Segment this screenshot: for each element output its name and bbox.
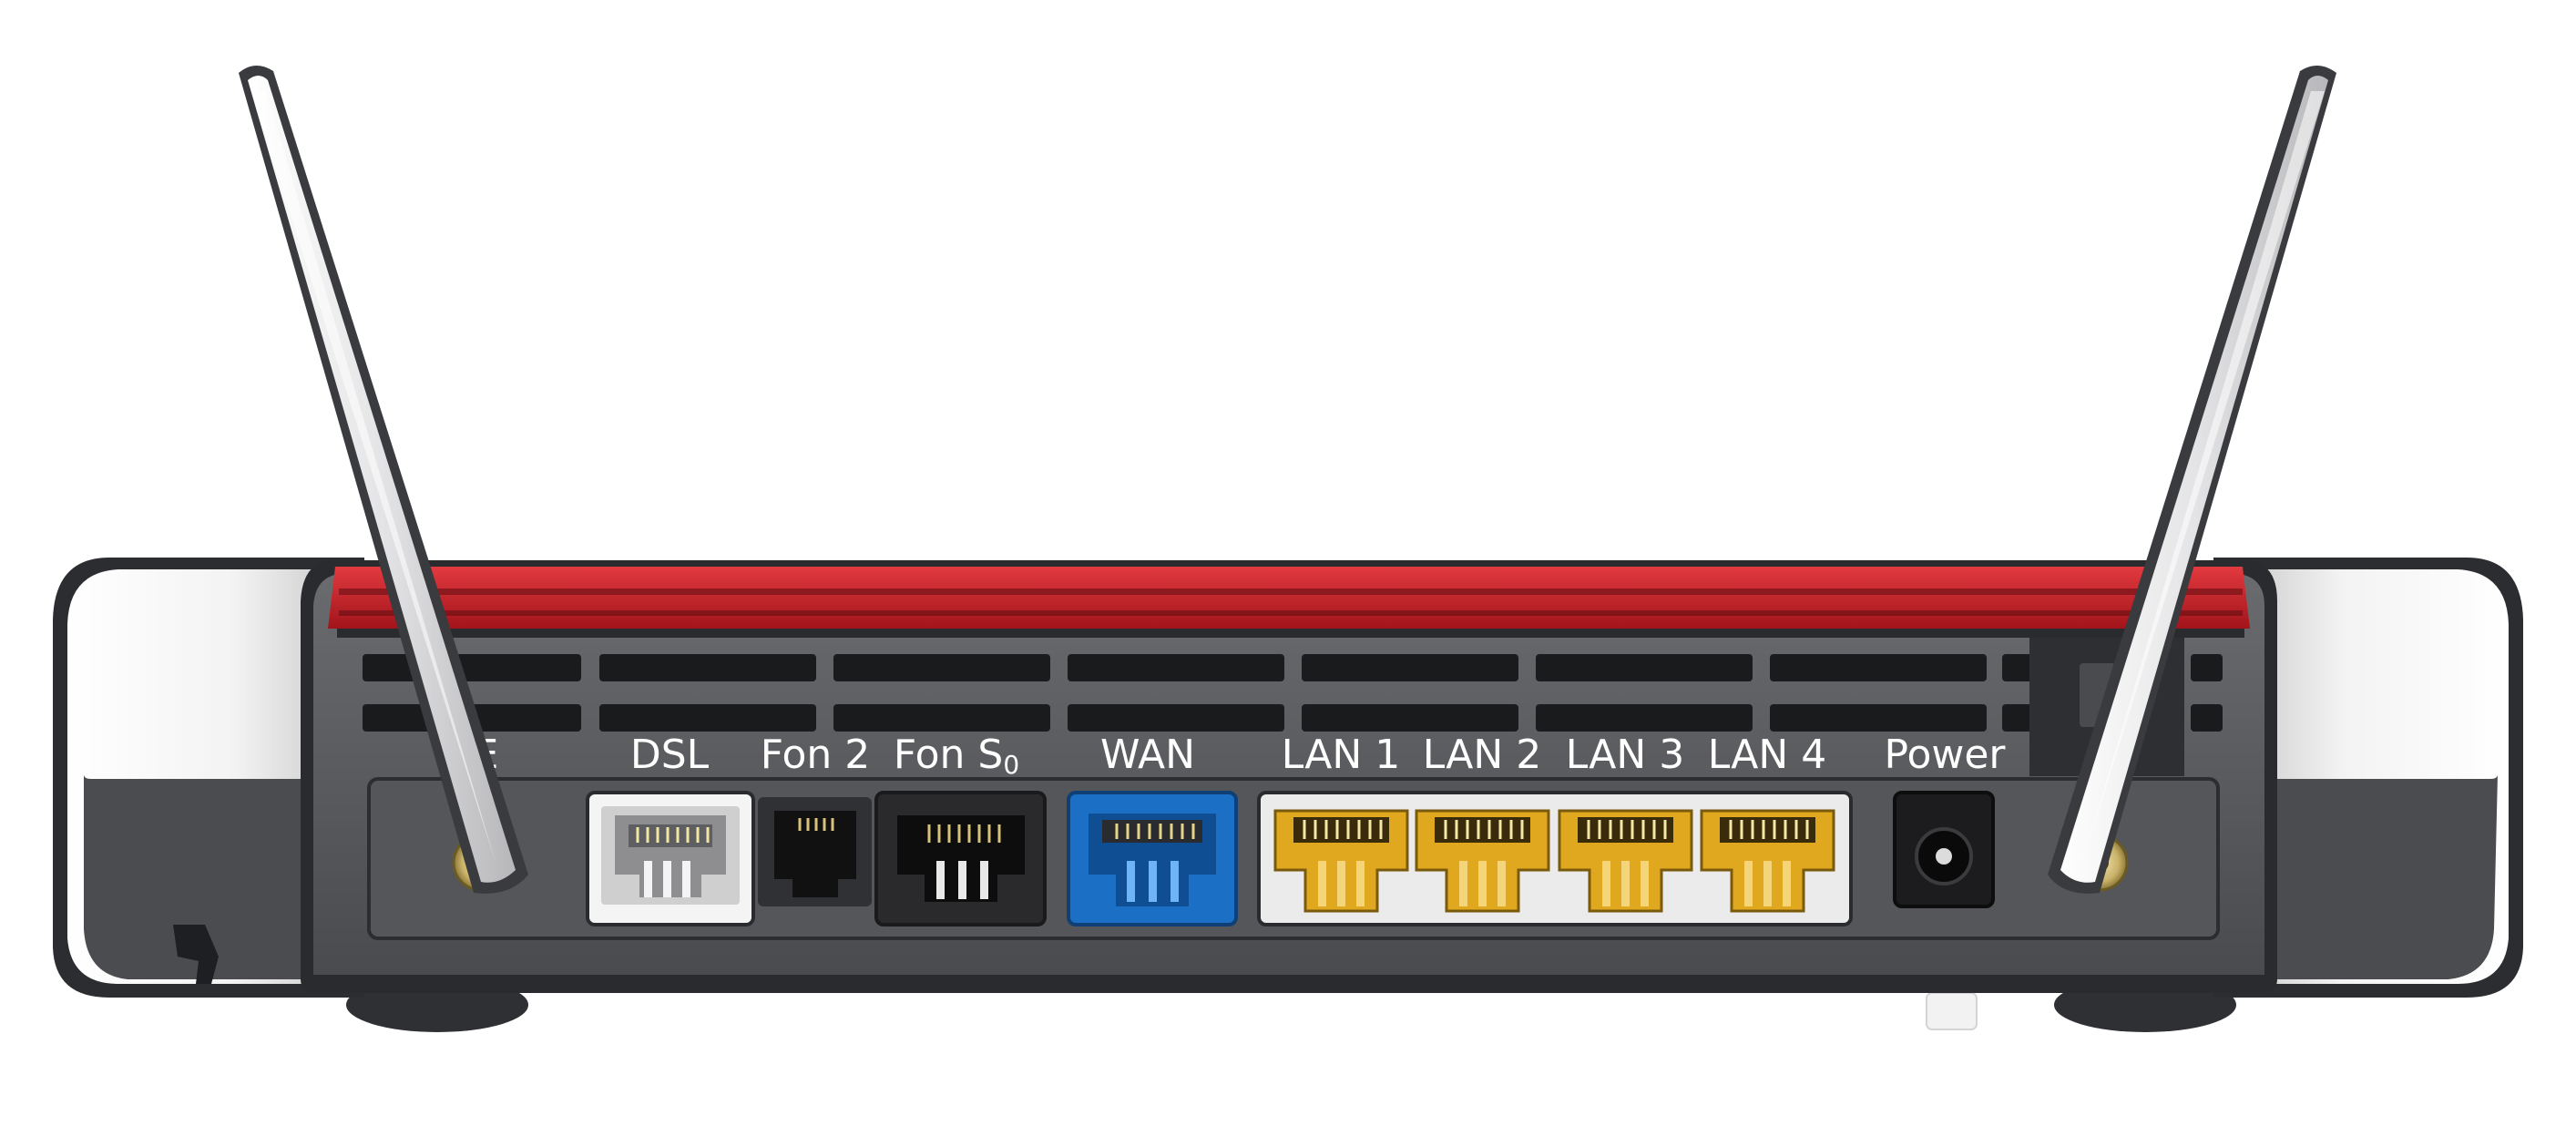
vent-slot — [1770, 704, 1987, 732]
fon-2-port[interactable] — [758, 797, 872, 906]
lan-4-pins — [1729, 820, 1809, 839]
label-lan-2: LAN 2 — [1423, 732, 1542, 778]
lan-1-pins — [1303, 820, 1383, 839]
label-power: Power — [1884, 732, 2006, 778]
vent-slot — [1536, 704, 1753, 732]
lan-1-port[interactable] — [1273, 809, 1409, 913]
right-end-cap — [2213, 558, 2523, 998]
label-lan-3: LAN 3 — [1566, 732, 1685, 778]
vent-slot — [833, 654, 1050, 681]
lan-2-port[interactable] — [1415, 809, 1550, 913]
label-fon-2: Fon 2 — [761, 732, 871, 778]
lan-2-pins — [1444, 820, 1524, 839]
dsl-port[interactable] — [586, 791, 755, 926]
red-top-stripe — [328, 567, 2250, 638]
label-fon-s0: Fon S0 — [894, 732, 1019, 780]
vent-slot — [1770, 654, 1987, 681]
dsl-pins — [636, 827, 710, 843]
lan-4-port[interactable] — [1700, 809, 1835, 913]
label-wan: WAN — [1100, 732, 1195, 778]
ventilation-slots — [363, 654, 2223, 732]
fon-s0-pins — [927, 824, 1001, 843]
vent-slot — [2191, 704, 2223, 732]
vent-slot — [363, 654, 581, 681]
fon-2-pins — [798, 818, 834, 831]
vent-slot — [1068, 704, 1284, 732]
vent-slot — [1536, 654, 1753, 681]
left-antenna[interactable] — [239, 65, 528, 894]
vent-slot — [1068, 654, 1284, 681]
vent-slot — [599, 704, 816, 732]
power-jack[interactable] — [1893, 791, 1995, 908]
vent-slot — [833, 704, 1050, 732]
label-lan-4: LAN 4 — [1708, 732, 1827, 778]
lan-3-port[interactable] — [1558, 809, 1693, 913]
label-dsl: DSL — [630, 732, 710, 778]
wan-port[interactable] — [1067, 791, 1238, 926]
label-lan-1: LAN 1 — [1282, 732, 1401, 778]
vent-slot — [1302, 654, 1518, 681]
wan-pins — [1115, 824, 1195, 839]
vent-slot — [1302, 704, 1518, 732]
lan-3-pins — [1587, 820, 1667, 839]
fon-s0-port[interactable] — [874, 791, 1047, 926]
vent-slot — [2191, 654, 2223, 681]
left-end-cap — [53, 558, 364, 998]
right-antenna[interactable] — [2048, 65, 2336, 894]
vent-slot — [599, 654, 816, 681]
